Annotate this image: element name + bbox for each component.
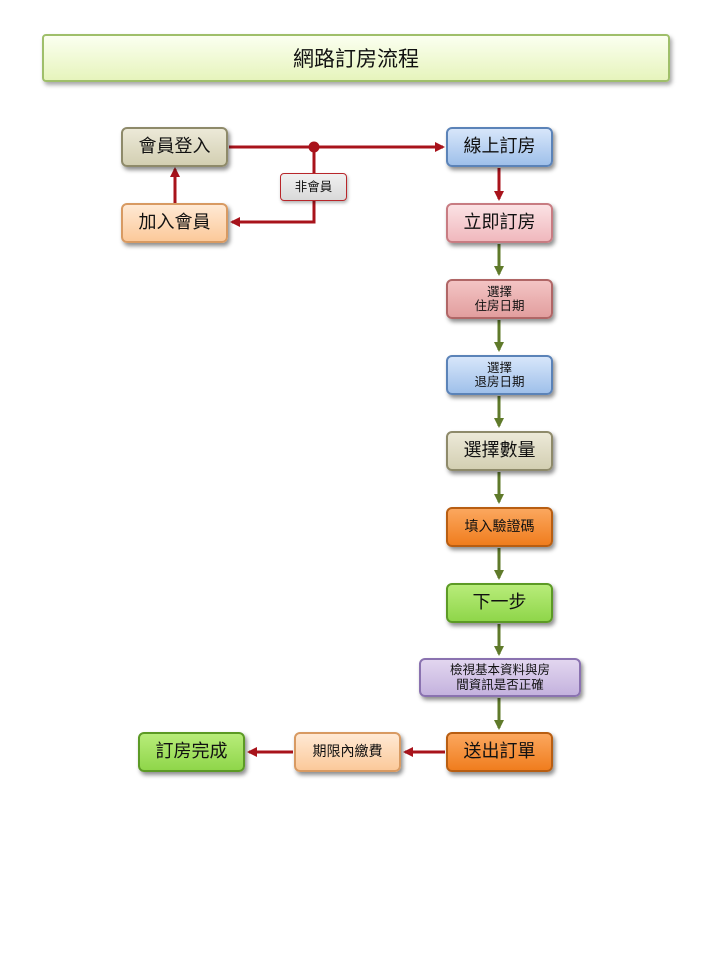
node-pay-deadline: 期限內繳費 bbox=[294, 732, 401, 772]
arrow-nonmember-to-join bbox=[230, 147, 316, 227]
node-select-checkout: 選擇 退房日期 bbox=[446, 355, 553, 395]
node-join-member: 加入會員 bbox=[121, 203, 228, 243]
node-book-now: 立即訂房 bbox=[446, 203, 553, 243]
node-online-booking: 線上訂房 bbox=[446, 127, 553, 167]
node-non-member: 非會員 bbox=[280, 173, 347, 201]
node-submit-order: 送出訂單 bbox=[446, 732, 553, 772]
node-booking-complete: 訂房完成 bbox=[138, 732, 245, 772]
node-select-quantity: 選擇數量 bbox=[446, 431, 553, 471]
node-enter-captcha: 填入驗證碼 bbox=[446, 507, 553, 547]
node-member-login: 會員登入 bbox=[121, 127, 228, 167]
page-title: 網路訂房流程 bbox=[42, 34, 670, 82]
node-next-step: 下一步 bbox=[446, 583, 553, 623]
node-select-checkin: 選擇 住房日期 bbox=[446, 279, 553, 319]
node-review-info: 檢視基本資料與房 間資訊是否正確 bbox=[419, 658, 581, 697]
